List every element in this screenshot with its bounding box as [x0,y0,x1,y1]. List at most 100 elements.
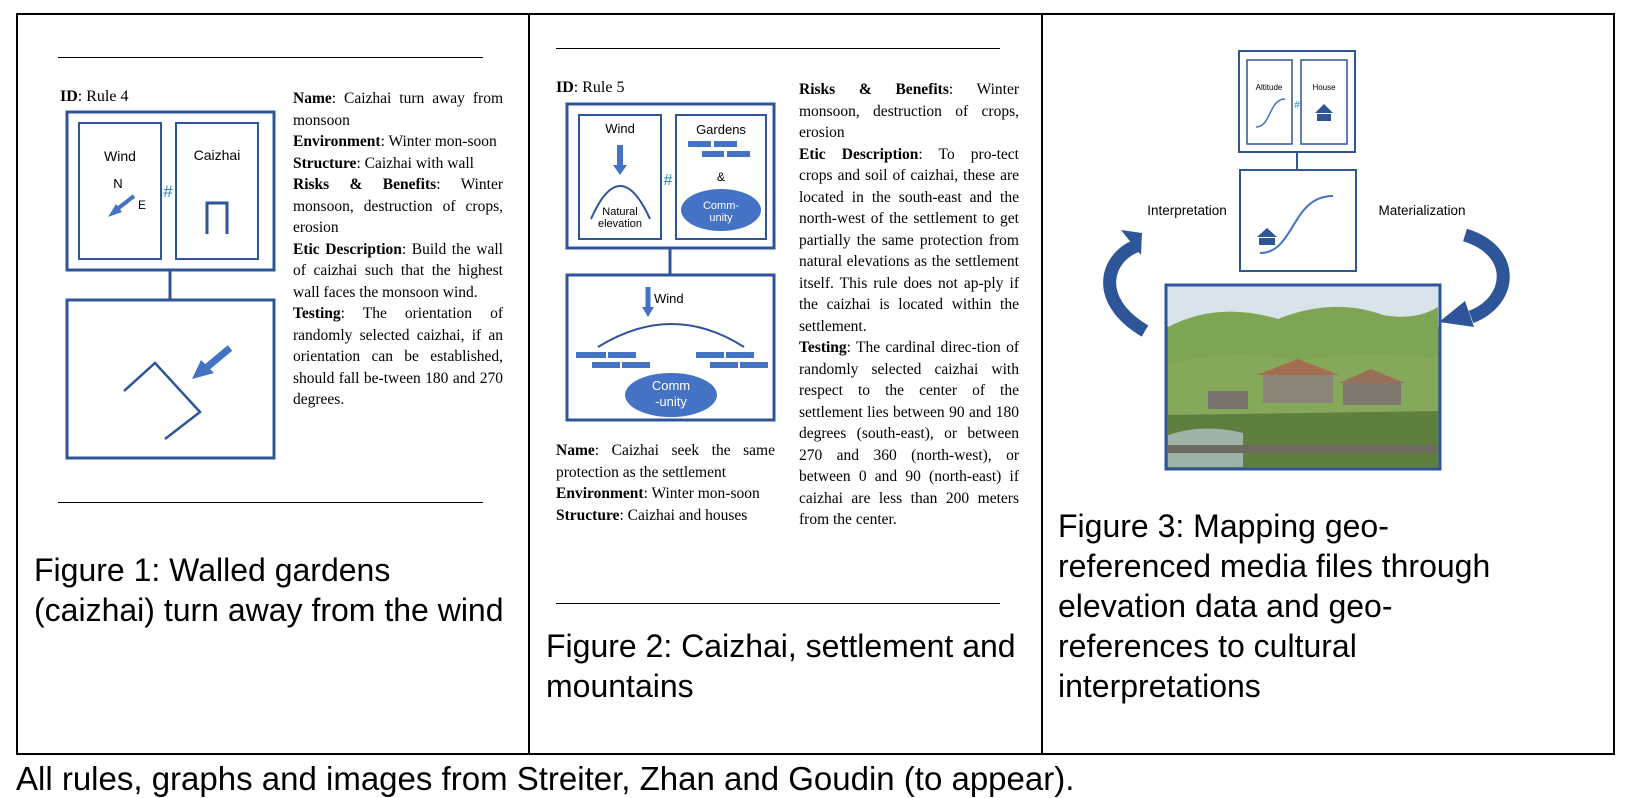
garden-plots-icon [688,141,750,157]
figure1-field-key: Risks & Benefits [293,176,437,193]
column-divider-1 [528,13,530,755]
attribution-footer: All rules, graphs and images from Streit… [16,760,1075,797]
figure-table-frame [16,13,1615,755]
figure1-id-value: : Rule 4 [77,88,129,105]
figure1-field-value: : Winter monsoon, destruction of crops, … [293,176,503,236]
figure3-materialization-label: Materialization [1378,203,1465,218]
figure2-hash-symbol: # [664,172,673,189]
figure1-field-key: Name [293,90,332,107]
figure1-top-rule [58,57,483,58]
figure2-bottom-rule [556,603,1000,604]
figure2-id-key: ID [556,79,574,96]
figure1-field: Etic Description: Build the wall of caiz… [293,239,503,304]
figure3-altitude-label: Altitude [1256,83,1283,92]
figure1-diagram: Wind Caizhai N E # [65,110,276,460]
figure3-panel: Altitude House # Interpretation Material… [1043,15,1615,753]
figure3-house-box [1300,59,1348,145]
figure3-house-label: House [1312,83,1336,92]
community-bottom-icon [625,373,717,417]
house-on-curve-icon [1257,228,1277,245]
caizhai-wall-icon [205,201,229,234]
figure2-right-text: Risks & Benefits: Winter monsoon, destru… [799,79,1019,531]
figure1-bottom-rule [58,502,483,503]
figure1-field-key: Testing [293,305,341,322]
figure2-lower-box [565,273,776,422]
figure2-left-text: Name: Caizhai seek the same protection a… [556,440,775,526]
figure1-caizhai-label: Caizhai [194,147,241,163]
figure1-field-value: : Caizhai with wall [356,154,474,172]
figure2-field-value: : Winter monsoon, destruction of crops, … [799,81,1019,141]
figure2-field-key: Etic Description [799,145,919,163]
monsoon-arrow-icon [192,345,233,379]
figure2-field-key: Testing [799,339,847,356]
figure2-top-rule [556,48,1000,49]
wind-down-arrow-lower-icon [642,287,654,317]
figure2-field-value: : Caizhai seek the same protection as th… [556,442,775,481]
figure1-caption: Figure 1: Walled gardens (caizhai) turn … [34,552,504,628]
figure1-east-label: E [138,198,146,212]
figure2-field-value: : Caizhai and houses [619,506,748,524]
figure1-field: Testing: The orientation of randomly sel… [293,303,503,411]
interpretation-arrow-icon [1103,230,1149,337]
figure2-wind-lower-label: Wind [654,291,684,306]
caizhai-wall-orientation-icon [123,361,202,440]
mountain-ridge-icon [597,323,745,348]
altitude-curve-icon [1255,98,1286,128]
figure2-community-bottom-label: Comm-unity [652,378,690,409]
figure1-field: Risks & Benefits: Winter monsoon, destru… [293,174,503,239]
materialization-arrow-icon [1439,228,1510,327]
figure2-community-top-label: Comm-unity [703,200,739,224]
figure2-field-key: Name [556,442,595,459]
figure2-field: Etic Description: To pro-tect crops and … [799,144,1019,338]
figure2-community-bottom-text: Comm [652,378,690,393]
figure2-community-top-line2: unity [709,212,733,224]
figure2-field-value: : To pro-tect crops and soil of caizhai,… [799,145,1019,335]
figure3-interpretation-label: Interpretation [1147,203,1227,218]
figure3-altitude-box [1246,59,1293,145]
figure1-north-label: N [113,176,122,191]
figure1-id-key: ID [60,88,78,105]
figure2-id-value: : Rule 5 [573,79,625,96]
figure2-community-top-line1: Comm- [703,200,739,212]
figure1-id: ID: Rule 4 [60,88,128,106]
figure1-field-key: Etic Description [293,240,402,258]
figure2-field: Risks & Benefits: Winter monsoon, destru… [799,79,1019,144]
community-top-icon [681,189,761,231]
figure2-field-key: Structure [556,506,620,524]
figure1-field-key: Environment [293,133,381,150]
figure3-diagram: Altitude House # Interpretation Material… [1103,50,1510,471]
figure2-gardens-box [675,114,767,240]
figure1-field: Structure: Caizhai with wall [293,153,503,175]
figure2-wind-label: Wind [605,121,635,136]
figure2-community-bottom-text-line2: -unity [655,394,687,409]
figure1-panel: ID: Rule 4 Wind Caizhai N E # Name: Caiz… [18,15,528,753]
figure2-caption: Figure 2: Caizhai, settlement and mounta… [546,628,1016,704]
column-divider-2 [1041,13,1043,755]
landscape-photo-image [1164,283,1442,471]
figure2-field-value: : The cardinal direc-tion of randomly se… [799,339,1019,528]
figure2-field-key: Environment [556,485,644,502]
figure2-natural-elevation-text-line2: elevation [598,218,642,230]
figure2-ampersand: & [717,170,725,184]
figure1-rule-text: Name: Caizhai turn away from monsoon Env… [293,88,503,411]
settlement-houses-icon [576,352,768,368]
figure1-field-value: : The orientation of randomly selected c… [293,305,503,408]
figure2-natural-elevation-text: Natural [602,206,637,218]
natural-elevation-icon [590,185,651,220]
figure3-caption: Figure 3: Mapping geo-referenced media f… [1058,508,1491,704]
figure1-field-key: Structure [293,154,357,172]
figure2-field-key: Risks & Benefits [799,81,949,98]
figure3-hash-symbol: # [1294,100,1300,111]
figure2-id: ID: Rule 5 [556,79,624,97]
wind-down-arrow-icon [613,145,627,175]
figure1-field-value: : Winter mon-soon [380,133,497,150]
figure1-field-value: : Caizhai turn away from monsoon [293,90,503,129]
figure2-field: Name: Caizhai seek the same protection a… [556,440,775,483]
figure1-lower-box [65,298,276,460]
figure2-wind-box [578,114,662,240]
figure2-field: Environment: Winter mon-soon [556,483,775,505]
figure1-wind-box [78,122,162,260]
